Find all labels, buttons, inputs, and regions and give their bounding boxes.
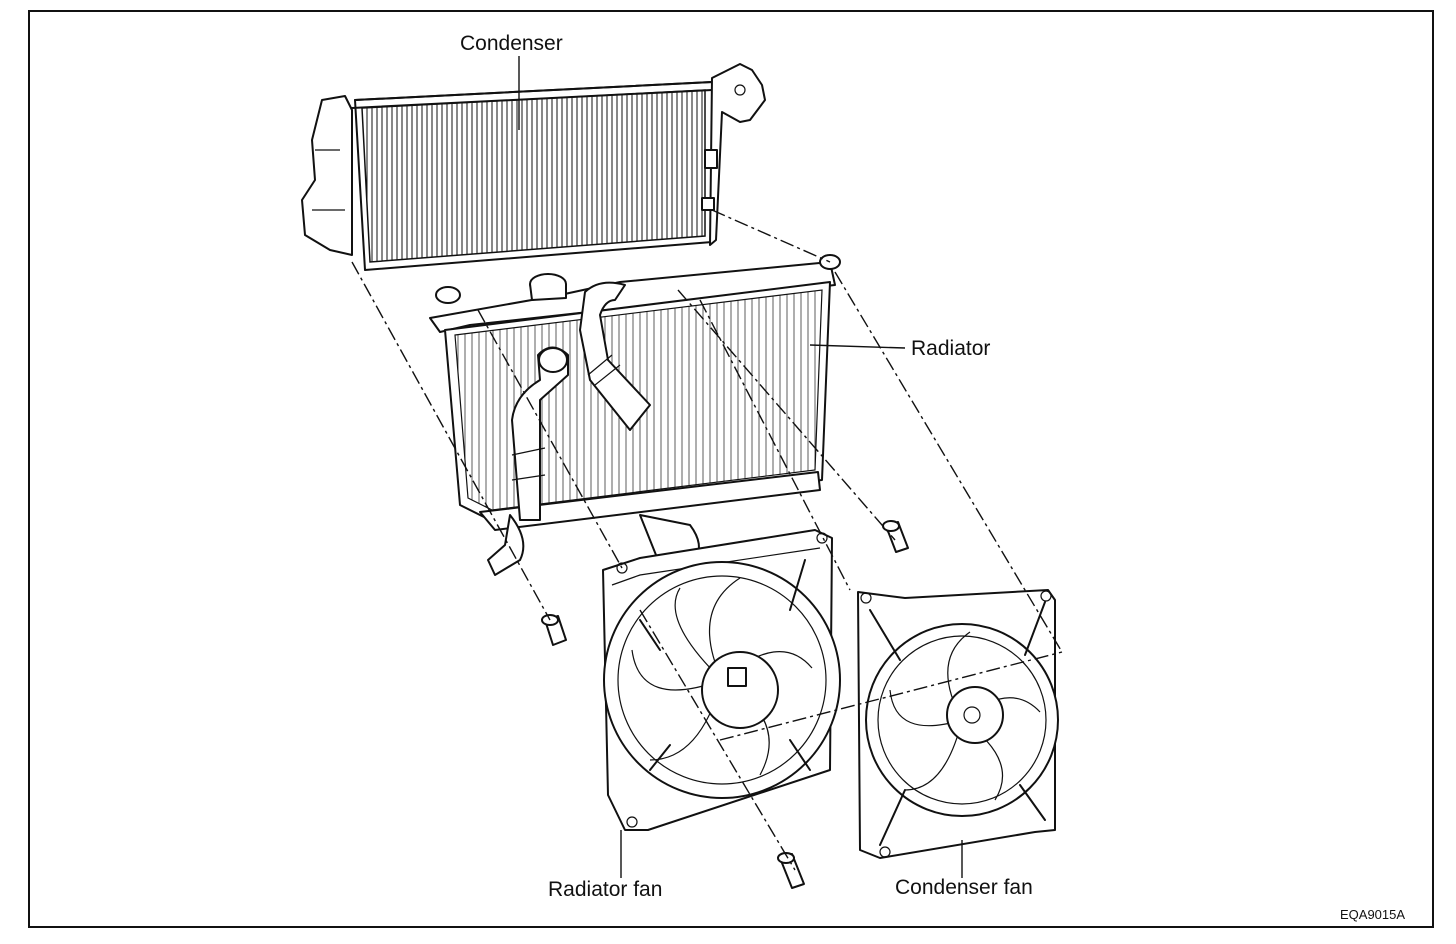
radiator-fan-unit xyxy=(602,529,841,831)
condenser-fan-unit xyxy=(857,589,1059,859)
figure-frame xyxy=(28,10,1434,928)
condenser-fan-motor xyxy=(946,686,1004,744)
bolt-bottom xyxy=(777,852,805,889)
label-radiator-fan: Radiator fan xyxy=(548,878,663,901)
condenser-right-bracket xyxy=(709,63,766,246)
radiator-fan-motor xyxy=(701,651,779,729)
label-radiator: Radiator xyxy=(911,337,991,360)
upper-hose xyxy=(579,281,651,431)
bolt-upper xyxy=(882,520,909,553)
figure-code: EQA9015A xyxy=(1340,907,1406,922)
condenser-unit xyxy=(301,63,766,271)
radiator-unit xyxy=(429,254,841,576)
label-condenser: Condenser xyxy=(460,32,563,55)
alignment-lines xyxy=(351,209,1063,871)
condenser-left-bracket xyxy=(301,95,353,256)
leader-lines xyxy=(518,56,963,878)
label-condenser-fan: Condenser fan xyxy=(895,876,1033,899)
bolt-left xyxy=(541,614,567,646)
